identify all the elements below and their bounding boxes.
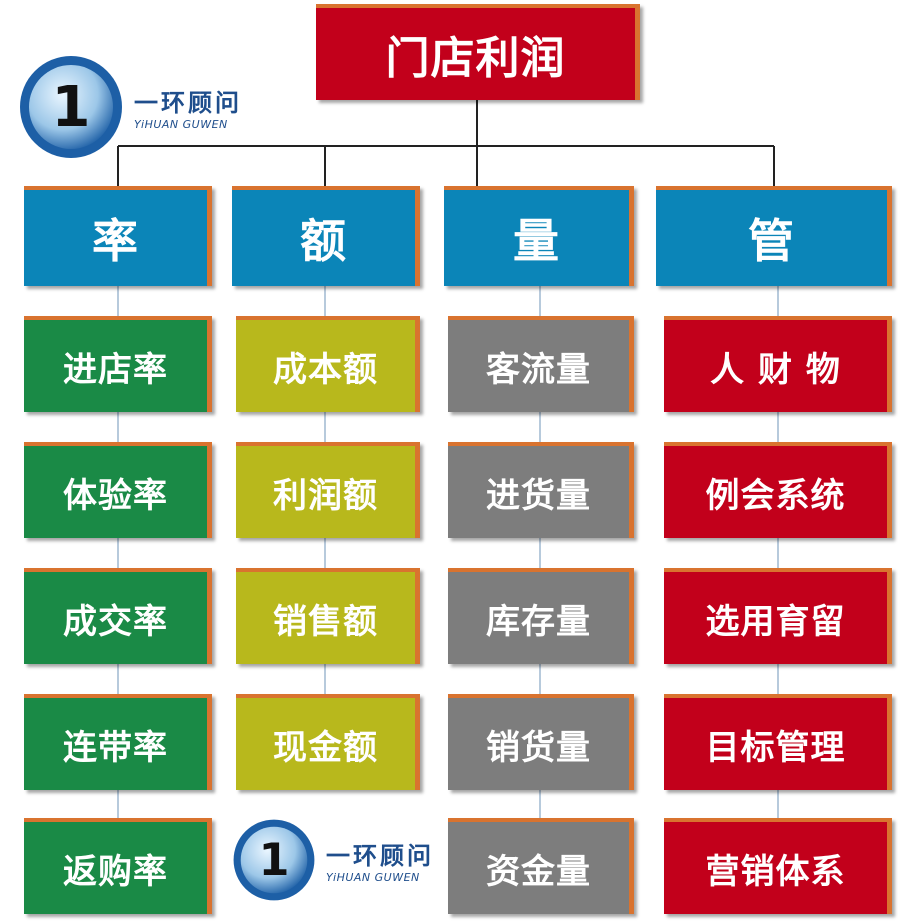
title-box: 门店利润 (316, 4, 640, 100)
management-item: 营销体系 (664, 818, 892, 914)
volume-item: 进货量 (448, 442, 634, 538)
volume-item: 客流量 (448, 316, 634, 412)
management-item: 人 财 物 (664, 316, 892, 412)
logo-name-en: YiHUAN GUWEN (326, 871, 420, 884)
logo-bottom: 1 一环顾问 YiHUAN GUWEN (232, 818, 434, 902)
logo-circle-icon: 1 (20, 56, 122, 158)
category-management: 管 (656, 186, 892, 286)
management-item: 选用育留 (664, 568, 892, 664)
logo-circle-icon: 1 (233, 819, 315, 901)
svg-text:1: 1 (52, 75, 91, 140)
svg-text:1: 1 (259, 835, 290, 886)
management-item: 目标管理 (664, 694, 892, 790)
logo-top: 1 一环顾问 YiHUAN GUWEN (18, 54, 242, 160)
amount-item: 现金额 (236, 694, 420, 790)
logo-name-en: YiHUAN GUWEN (134, 118, 228, 131)
rate-item: 连带率 (24, 694, 212, 790)
category-volume: 量 (444, 186, 634, 286)
amount-item: 成本额 (236, 316, 420, 412)
volume-item: 库存量 (448, 568, 634, 664)
rate-item: 体验率 (24, 442, 212, 538)
rate-item: 成交率 (24, 568, 212, 664)
logo-name-cn: 一环顾问 (326, 842, 434, 870)
volume-item: 资金量 (448, 818, 634, 914)
category-rate: 率 (24, 186, 212, 286)
rate-item: 返购率 (24, 818, 212, 914)
volume-item: 销货量 (448, 694, 634, 790)
amount-item: 利润额 (236, 442, 420, 538)
category-amount: 额 (232, 186, 420, 286)
amount-item: 销售额 (236, 568, 420, 664)
logo-name-cn: 一环顾问 (134, 89, 242, 117)
rate-item: 进店率 (24, 316, 212, 412)
management-item: 例会系统 (664, 442, 892, 538)
